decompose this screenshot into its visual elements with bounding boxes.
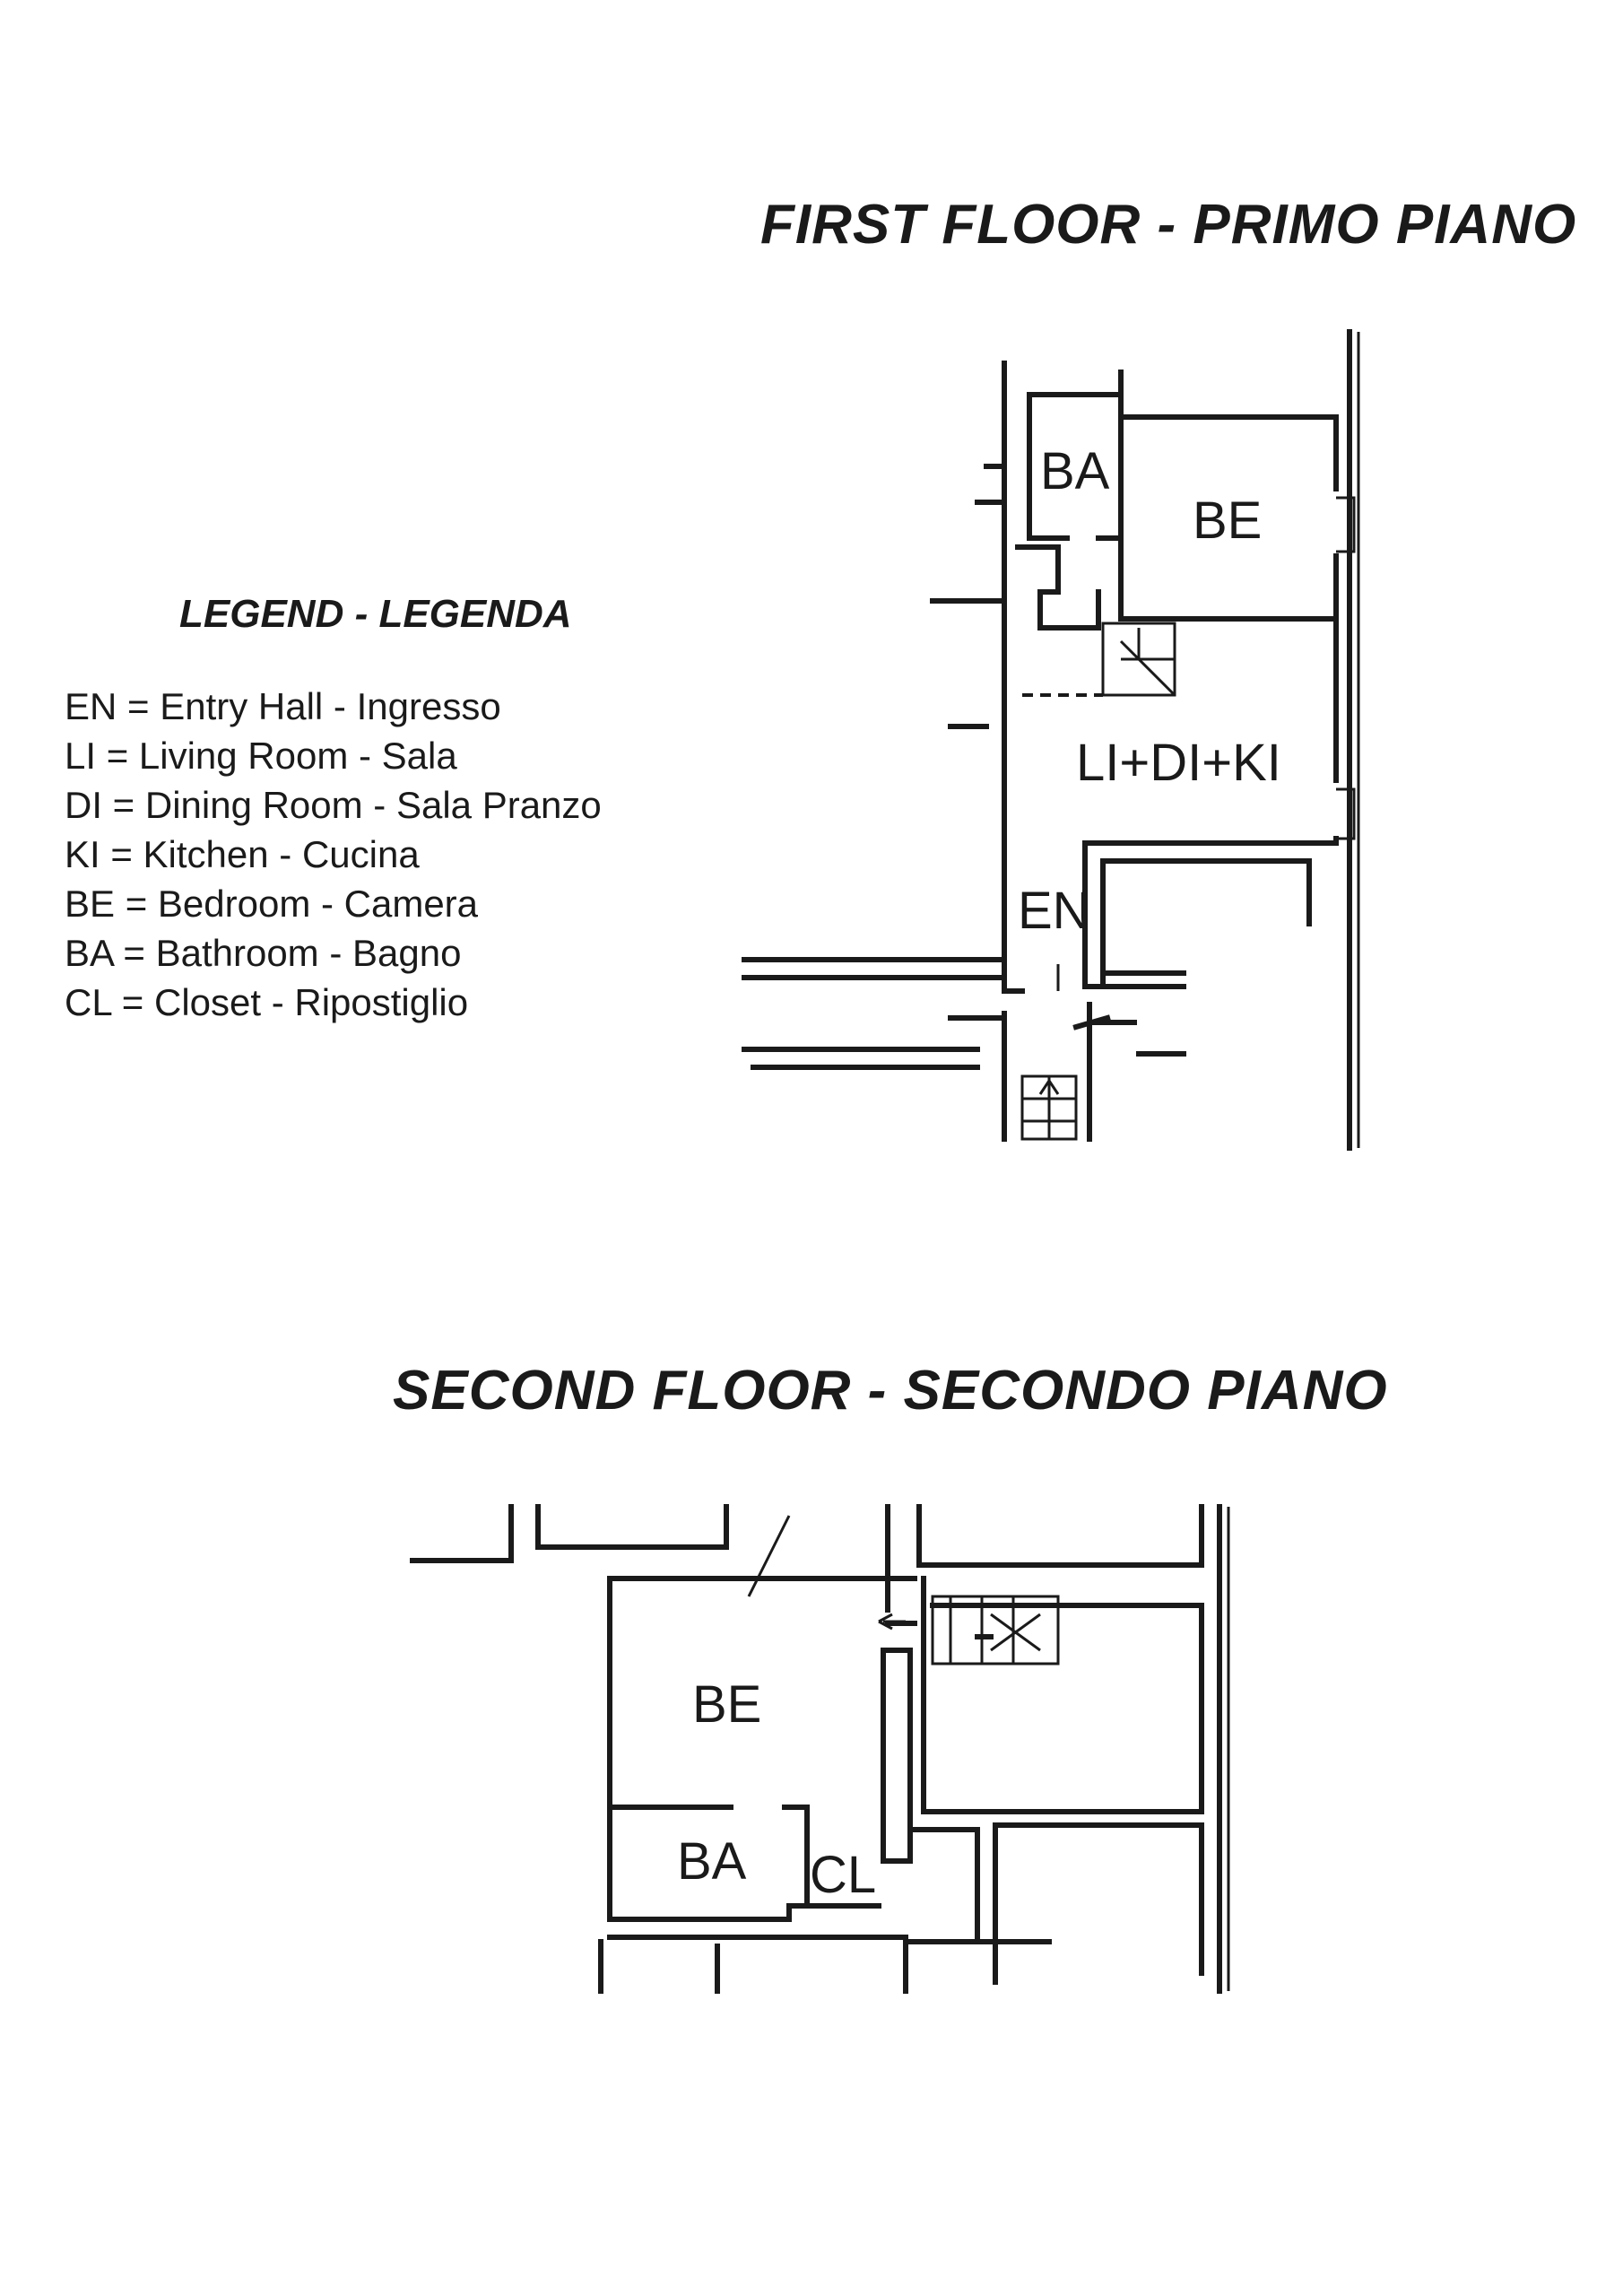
second-floor-room-labels: BE BA CL — [677, 1675, 876, 1904]
legend-item-di: DI = Dining Room - Sala Pranzo — [65, 784, 602, 826]
legend-item-be: BE = Bedroom - Camera — [65, 883, 479, 925]
first-floor-walls — [742, 329, 1360, 1151]
first-floor-room-labels: BA BE LI+DI+KI EN — [1018, 442, 1281, 940]
legend-item-li: LI = Living Room - Sala — [65, 735, 457, 777]
first-floor-title: FIRST FLOOR - PRIMO PIANO — [760, 194, 1577, 256]
room-label-en: EN — [1018, 882, 1090, 940]
legend-list: EN = Entry Hall - Ingresso LI = Living R… — [65, 682, 602, 1027]
legend-item-ba: BA = Bathroom - Bagno — [65, 932, 462, 974]
first-floor-plan: BA BE LI+DI+KI EN — [742, 329, 1360, 1151]
legend-item-cl: CL = Closet - Ripostiglio — [65, 981, 469, 1023]
room-label-be: BE — [1193, 491, 1262, 550]
legend-item-ki: KI = Kitchen - Cucina — [65, 833, 420, 875]
second-floor-walls — [410, 1504, 1230, 1994]
room-label-ba: BA — [1040, 442, 1110, 500]
legend-title: LEGEND - LEGENDA — [179, 592, 572, 636]
room-label-living: LI+DI+KI — [1076, 734, 1281, 792]
second-floor-title: SECOND FLOOR - SECONDO PIANO — [393, 1360, 1388, 1422]
legend-item-en: EN = Entry Hall - Ingresso — [65, 685, 501, 727]
room-label-be: BE — [692, 1675, 761, 1734]
legend: LEGEND - LEGENDA EN = Entry Hall - Ingre… — [65, 592, 602, 1027]
room-label-ba: BA — [677, 1832, 747, 1891]
room-label-cl: CL — [810, 1846, 876, 1904]
